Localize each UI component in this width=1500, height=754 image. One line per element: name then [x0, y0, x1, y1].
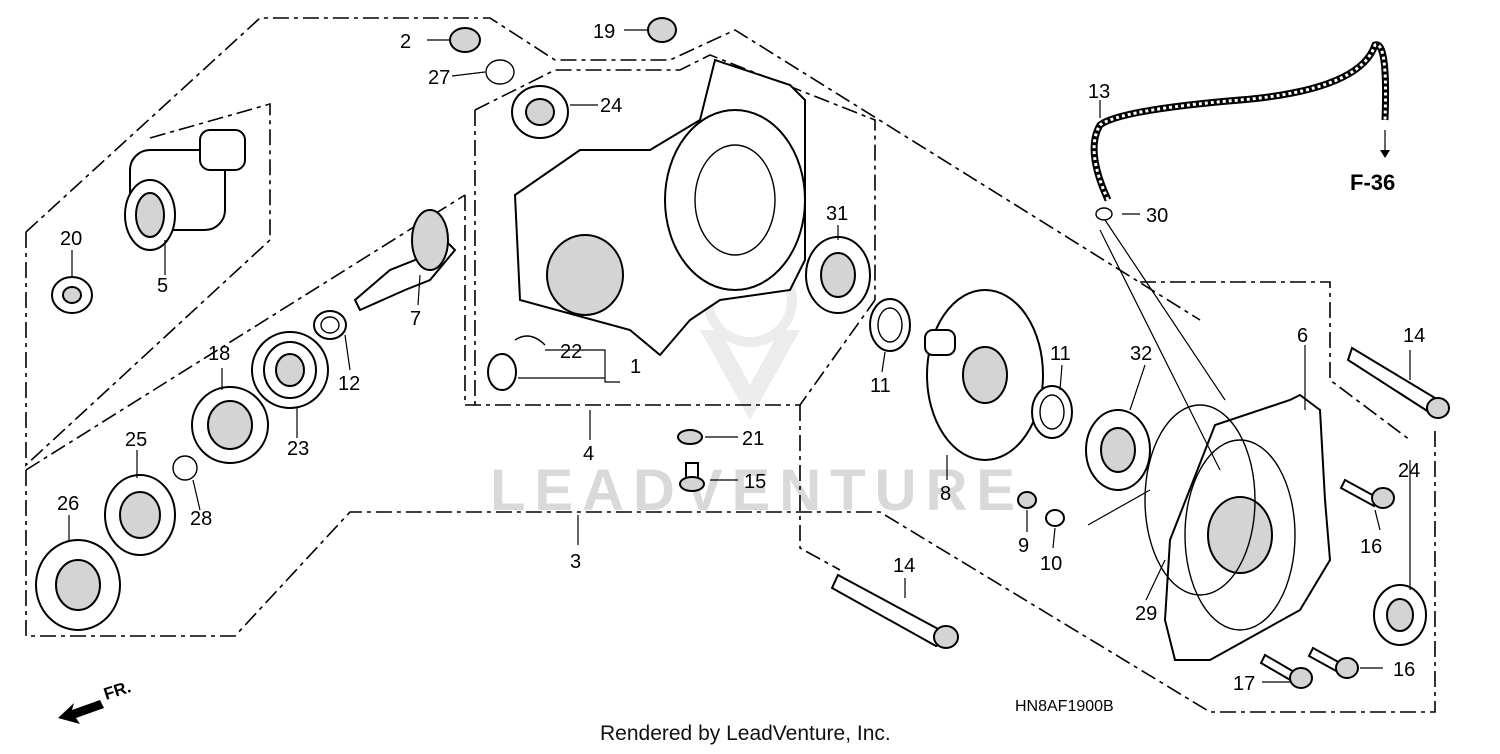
label-10: 10 — [1040, 553, 1062, 575]
label-23: 23 — [287, 438, 309, 460]
part-23-bearing — [251, 331, 329, 409]
part-12-seal — [313, 310, 347, 340]
part-9-nut — [1017, 491, 1037, 509]
part-31-bearing — [805, 236, 871, 314]
label-27: 27 — [428, 67, 450, 89]
part-22-pin — [487, 335, 546, 391]
label-14-top: 14 — [1403, 325, 1425, 347]
label-22: 22 — [560, 341, 582, 363]
label-31: 31 — [826, 203, 848, 225]
part-29-oring — [1144, 404, 1256, 596]
part-17-bolt — [1259, 653, 1313, 689]
label-32: 32 — [1130, 343, 1152, 365]
label-30: 30 — [1146, 205, 1168, 227]
label-29: 29 — [1135, 603, 1157, 625]
part-2-cap — [449, 27, 481, 53]
part-21-washer — [677, 429, 703, 445]
part-28-oring — [172, 455, 198, 481]
label-2: 2 — [400, 31, 411, 53]
reference-code: F-36 — [1350, 170, 1395, 195]
part-10-washer — [1045, 509, 1065, 527]
label-28: 28 — [190, 508, 212, 530]
label-7: 7 — [410, 308, 421, 330]
label-12: 12 — [338, 373, 360, 395]
front-direction-arrow-icon: FR. — [58, 677, 133, 724]
leader-lines — [68, 29, 1411, 683]
part-13-breather-tube — [1090, 41, 1390, 202]
label-18: 18 — [208, 343, 230, 365]
part-7-pinion — [353, 209, 457, 312]
part-32-bearing — [1085, 409, 1151, 491]
label-1: 1 — [630, 356, 641, 378]
label-25: 25 — [125, 429, 147, 451]
part-30-clip — [1095, 207, 1113, 221]
part-24-seal-right — [1373, 584, 1427, 646]
label-3: 3 — [570, 551, 581, 573]
part-labels: 1 2 3 4 5 6 7 8 9 10 11 11 12 13 14 14 1… — [57, 21, 1425, 695]
part-15-bolt — [679, 462, 705, 492]
part-20-nut — [51, 276, 93, 314]
label-26: 26 — [57, 493, 79, 515]
label-17: 17 — [1233, 673, 1255, 695]
group-outlines — [25, 17, 1436, 713]
part-24-seal-top — [511, 85, 569, 139]
part-25-seal — [104, 474, 176, 556]
reference-arrow-head — [1380, 150, 1390, 158]
label-11-left: 11 — [870, 375, 891, 397]
label-5: 5 — [157, 275, 168, 297]
label-20: 20 — [60, 228, 82, 250]
part-5-flange — [124, 129, 246, 251]
part-18-sleeve — [191, 386, 269, 464]
label-11-right: 11 — [1050, 343, 1071, 365]
diagram-code: HN8AF1900B — [1015, 698, 1114, 715]
label-24-right: 24 — [1398, 460, 1420, 482]
part-14-bolt-top — [1346, 346, 1450, 419]
label-8: 8 — [940, 483, 951, 505]
part-14-bolt-bottom — [830, 573, 959, 649]
part-6-cover — [1163, 393, 1332, 661]
label-9: 9 — [1018, 535, 1029, 557]
part-26-seal — [35, 539, 121, 631]
part-19-cap — [647, 17, 677, 43]
label-6: 6 — [1297, 325, 1308, 347]
label-4: 4 — [583, 443, 594, 465]
credit-text: Rendered by LeadVenture, Inc. — [600, 722, 891, 745]
part-8-ring-gear — [924, 289, 1044, 461]
label-15: 15 — [744, 471, 766, 493]
label-24-top: 24 — [600, 95, 622, 117]
part-11-shim-left — [869, 298, 911, 352]
part-27-oring — [485, 59, 515, 85]
part-16-bolt-upper — [1339, 478, 1395, 509]
label-14-bottom: 14 — [893, 555, 915, 577]
part-11-shim-right — [1031, 385, 1073, 439]
label-16-lower: 16 — [1393, 659, 1415, 681]
label-13: 13 — [1088, 81, 1110, 103]
front-marker-label: FR. — [101, 677, 133, 704]
part-16-bolt-lower — [1307, 646, 1359, 679]
label-16-upper: 16 — [1360, 536, 1382, 558]
part-4-gear-case — [513, 58, 806, 357]
label-19: 19 — [593, 21, 615, 43]
label-21: 21 — [742, 428, 764, 450]
